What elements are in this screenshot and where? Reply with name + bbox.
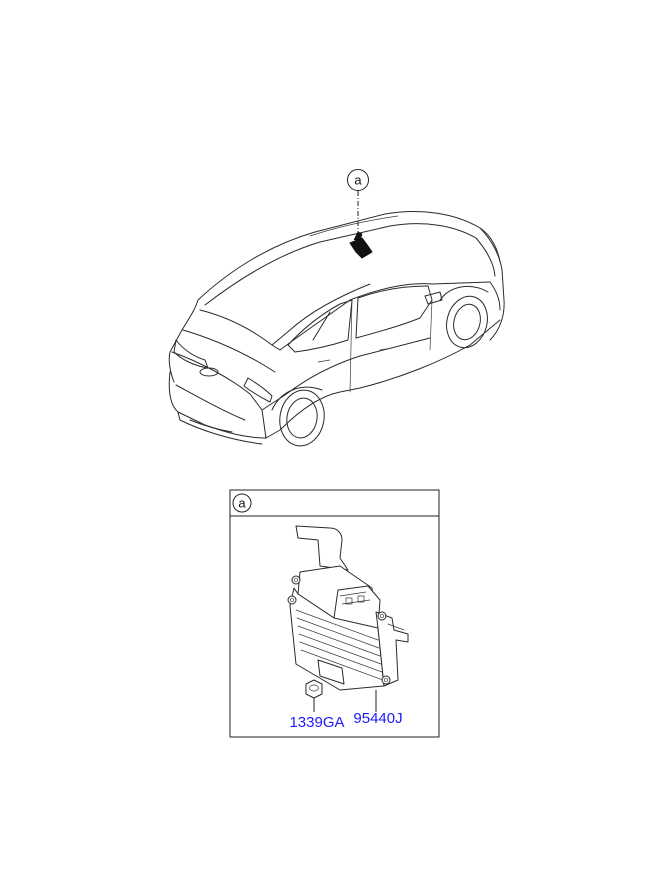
nut-illustration [305,679,323,699]
callout-letter: a [354,173,362,188]
detail-box-letter: a [238,496,246,511]
callout-bubble-a[interactable]: a [347,169,369,191]
car-illustration [168,211,505,447]
part-label-1339GA[interactable]: 1339GA [289,714,344,731]
control-module-illustration [287,525,409,691]
detail-box-badge: a [232,493,252,513]
part-label-95440J[interactable]: 95440J [353,710,402,727]
